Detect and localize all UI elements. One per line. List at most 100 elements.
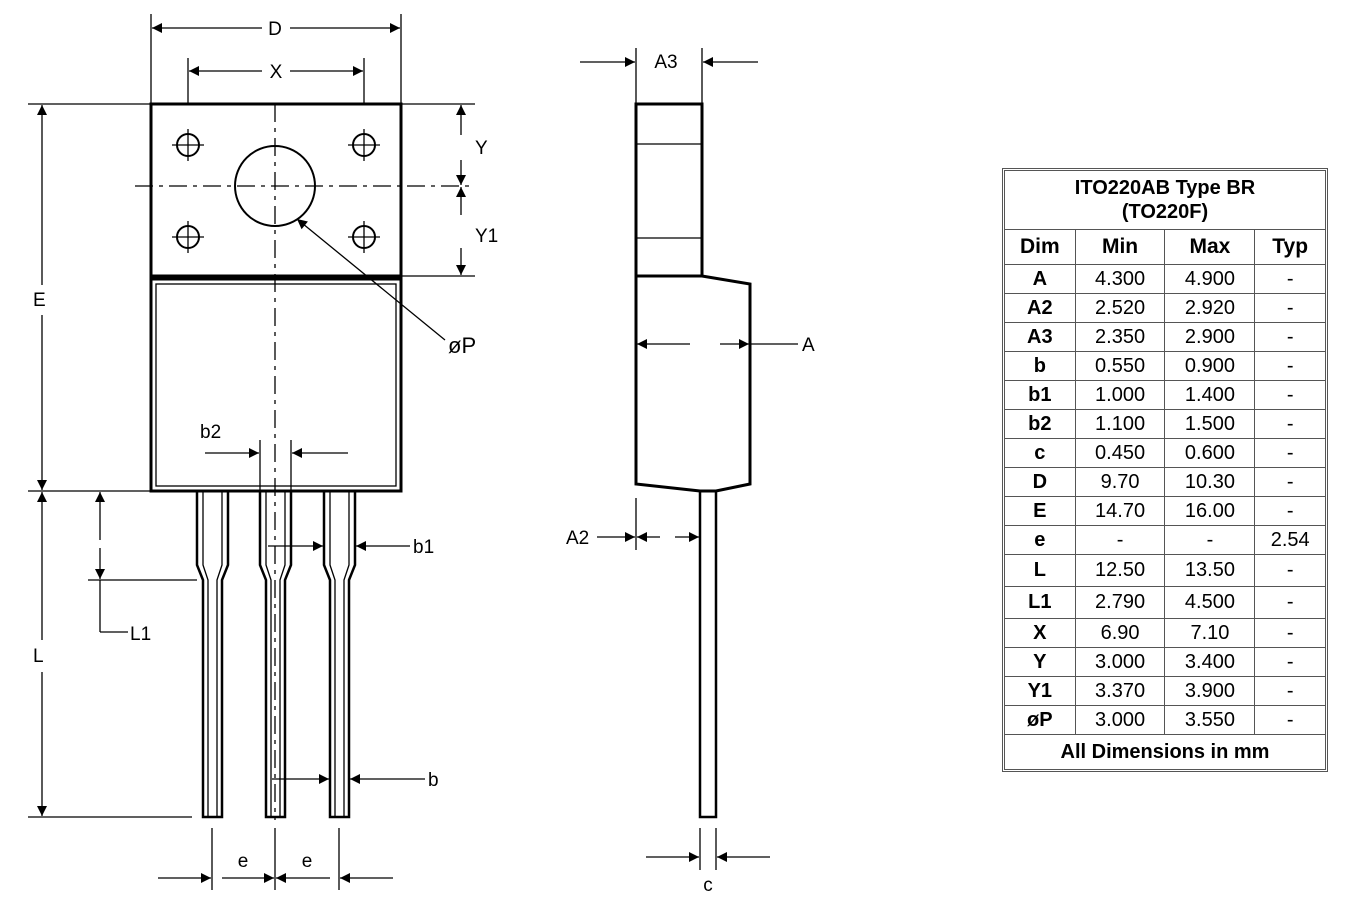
cell-typ: - xyxy=(1254,586,1326,619)
dimension-Y: Y xyxy=(401,103,488,185)
cell-typ: - xyxy=(1254,322,1326,352)
cell-typ: 2.54 xyxy=(1254,525,1326,555)
dimension-c: c xyxy=(646,828,770,896)
cell-dim: E xyxy=(1004,496,1076,526)
header-max: Max xyxy=(1164,229,1256,265)
label-Y: Y xyxy=(475,138,488,159)
cell-dim: b1 xyxy=(1004,380,1076,410)
cell-typ: - xyxy=(1254,351,1326,381)
small-hole-top-left xyxy=(172,129,204,161)
header-dim: Dim xyxy=(1004,229,1076,265)
cell-max: 13.50 xyxy=(1164,554,1256,587)
cell-min: 1.000 xyxy=(1074,380,1166,410)
cell-dim: L xyxy=(1004,554,1076,587)
cell-typ: - xyxy=(1254,467,1326,497)
dimension-table-grid: ITO220AB Type BR (TO220F) Dim Min Max Ty… xyxy=(1004,170,1326,770)
cell-dim: L1 xyxy=(1004,586,1076,619)
cell-min: 6.90 xyxy=(1074,618,1166,648)
header-typ: Typ xyxy=(1254,229,1326,265)
front-view xyxy=(135,102,475,820)
cell-typ: - xyxy=(1254,293,1326,323)
label-P: øP xyxy=(448,333,476,358)
front-tab-outline xyxy=(149,102,403,278)
table-title-line1: ITO220AB Type BR xyxy=(1074,177,1256,199)
dimension-table: ITO220AB Type BR (TO220F) Dim Min Max Ty… xyxy=(1002,168,1328,772)
dimension-L1: L1 xyxy=(88,492,197,645)
dimension-Y1: Y1 xyxy=(401,187,498,277)
label-c: c xyxy=(703,875,713,896)
dimension-A: A xyxy=(637,335,815,356)
cell-min: 3.370 xyxy=(1074,676,1166,706)
cell-dim: b xyxy=(1004,351,1076,381)
cell-dim: X xyxy=(1004,618,1076,648)
label-L1: L1 xyxy=(130,624,151,645)
dimension-P: øP xyxy=(296,218,476,358)
table-title: ITO220AB Type BR (TO220F) xyxy=(1004,170,1326,230)
table-title-line2: (TO220F) xyxy=(1121,201,1209,223)
cell-min: 2.350 xyxy=(1074,322,1166,352)
cell-max: 16.00 xyxy=(1164,496,1256,526)
side-tab-outline xyxy=(634,102,704,278)
cell-dim: A2 xyxy=(1004,293,1076,323)
side-view xyxy=(634,102,752,819)
cell-typ: - xyxy=(1254,438,1326,468)
cell-max: 3.400 xyxy=(1164,647,1256,677)
label-X: X xyxy=(270,62,283,83)
cell-max: 4.900 xyxy=(1164,264,1256,294)
dimension-L: L xyxy=(28,492,192,818)
dimension-A3: A3 xyxy=(580,48,758,104)
cell-min: 0.550 xyxy=(1074,351,1166,381)
label-E: E xyxy=(33,290,46,311)
cell-typ: - xyxy=(1254,676,1326,706)
cell-max: 4.500 xyxy=(1164,586,1256,619)
cell-dim: Y1 xyxy=(1004,676,1076,706)
cell-typ: - xyxy=(1254,554,1326,587)
side-lead xyxy=(698,491,718,819)
dimension-b1: b1 xyxy=(268,537,434,558)
small-hole-top-right xyxy=(348,129,380,161)
label-e-right: e xyxy=(302,851,313,872)
label-b2: b2 xyxy=(200,422,221,443)
cell-max: 10.30 xyxy=(1164,467,1256,497)
front-body-outline xyxy=(149,277,403,493)
cell-min: 9.70 xyxy=(1074,467,1166,497)
cell-max: 1.400 xyxy=(1164,380,1256,410)
cell-dim: D xyxy=(1004,467,1076,497)
small-hole-bottom-right xyxy=(348,221,380,253)
cell-min: 14.70 xyxy=(1074,496,1166,526)
table-row: e--2.54 xyxy=(1004,525,1326,555)
table-footer: All Dimensions in mm xyxy=(1004,734,1326,770)
label-Y1: Y1 xyxy=(475,226,498,247)
cell-dim: A3 xyxy=(1004,322,1076,352)
cell-dim: A xyxy=(1004,264,1076,294)
cell-typ: - xyxy=(1254,618,1326,648)
cell-min: 2.790 xyxy=(1074,586,1166,619)
lead-left xyxy=(195,491,230,819)
mounting-hole xyxy=(234,145,316,227)
dimension-b: b xyxy=(272,770,439,791)
cell-min: 3.000 xyxy=(1074,647,1166,677)
label-b1: b1 xyxy=(413,537,434,558)
dimension-D: D xyxy=(150,14,402,104)
cell-max: 3.900 xyxy=(1164,676,1256,706)
label-A3: A3 xyxy=(654,52,677,73)
cell-typ: - xyxy=(1254,705,1326,735)
cell-dim: Y xyxy=(1004,647,1076,677)
lead-right xyxy=(322,491,357,819)
cell-max: 2.920 xyxy=(1164,293,1256,323)
dimension-X: X xyxy=(187,58,365,104)
label-A2: A2 xyxy=(566,528,589,549)
lead-center xyxy=(258,491,293,819)
